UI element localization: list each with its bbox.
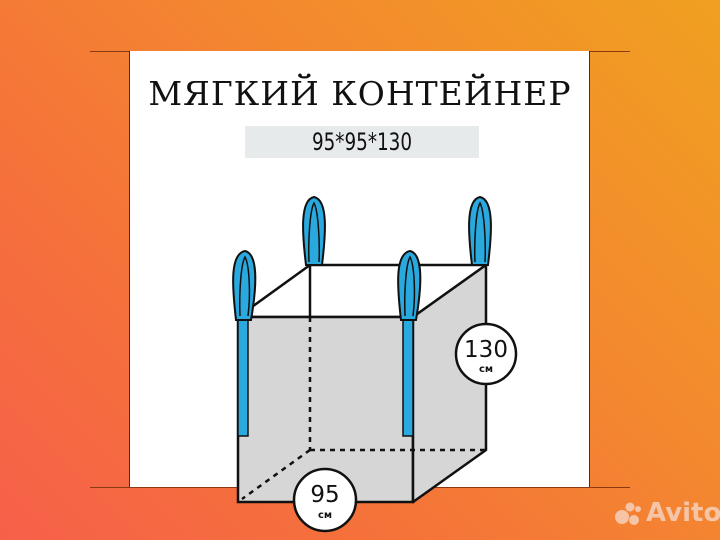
avito-logo-text: Avito [646, 498, 720, 528]
strap-front-left [232, 249, 257, 437]
height-badge [454, 322, 518, 386]
product-title: МЯГКИЙ КОНТЕЙНЕР [148, 74, 572, 113]
dimensions-box [245, 126, 479, 158]
width-badge [292, 467, 358, 533]
width-unit: см [317, 510, 333, 521]
strap-back-left [302, 195, 326, 266]
strap-front-right [397, 249, 422, 437]
width-value: 95 [310, 482, 340, 508]
dimensions-label: 95*95*130 [311, 128, 413, 156]
strap-back-right [468, 195, 492, 266]
height-unit: см [478, 364, 494, 375]
avito-dots-icon [615, 502, 641, 525]
avito-watermark: Avito [614, 498, 720, 528]
height-value: 130 [464, 337, 508, 363]
